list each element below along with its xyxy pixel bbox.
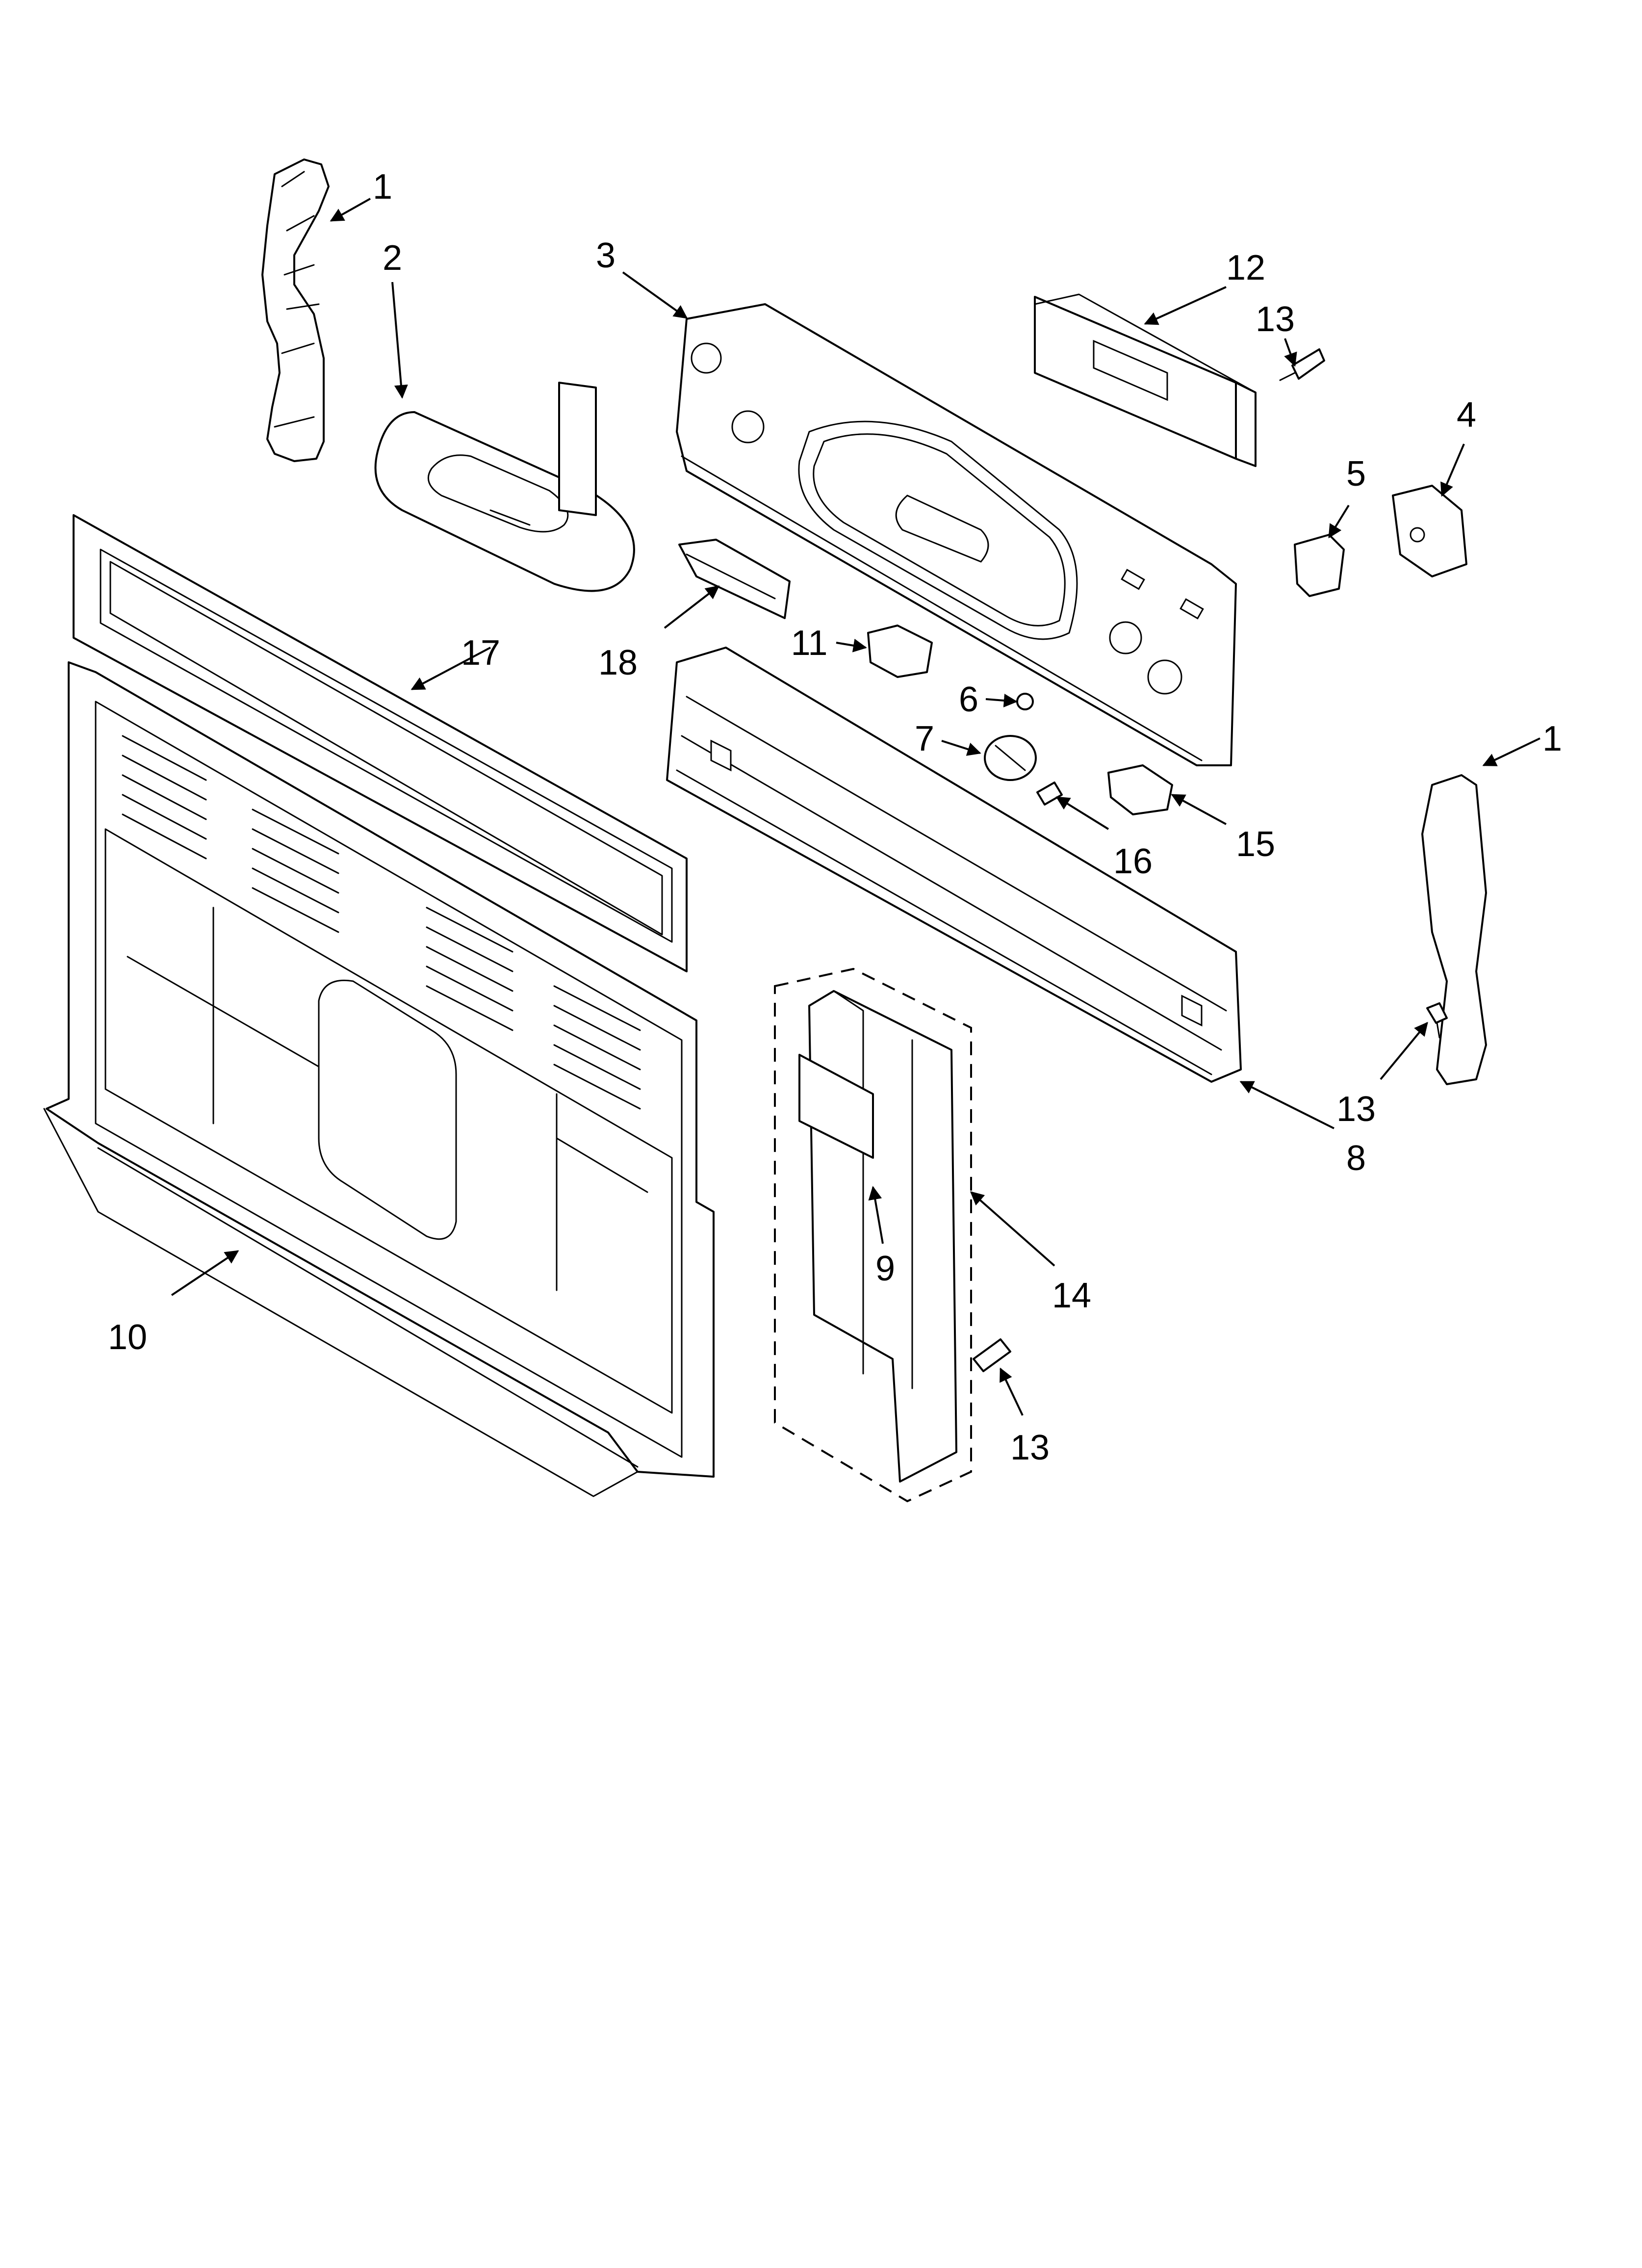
bracket-assembly [774, 967, 972, 1503]
screw-right [1426, 1002, 1448, 1039]
callout-9: 9 [875, 1249, 895, 1288]
callout-11: 11 [791, 624, 828, 663]
callout-labels: 1 1 2 3 4 5 6 7 8 9 10 11 12 13 13 13 14… [108, 167, 1562, 1467]
callout-15: 15 [1236, 825, 1275, 864]
callout-1-right: 1 [1542, 719, 1562, 758]
switch-block [1392, 485, 1467, 577]
callout-17: 17 [461, 633, 500, 673]
leader-lines [171, 198, 1540, 1416]
callout-12: 12 [1226, 248, 1265, 287]
callout-3: 3 [596, 236, 616, 275]
end-cap-right [1421, 774, 1487, 1085]
switch-11 [867, 625, 933, 678]
knob [984, 735, 1037, 781]
callout-13-right: 13 [1336, 1090, 1376, 1129]
relay [1294, 534, 1345, 597]
screw-16 [1036, 782, 1063, 806]
callout-13-top: 13 [1256, 300, 1295, 339]
callout-8: 8 [1346, 1139, 1366, 1178]
rear-panel [43, 661, 715, 1497]
callout-7: 7 [915, 719, 934, 758]
callout-14: 14 [1052, 1276, 1091, 1315]
callout-2: 2 [383, 238, 402, 278]
light-switch [678, 539, 791, 619]
screw-top [1279, 348, 1325, 381]
callout-18: 18 [598, 643, 638, 682]
electronic-control [1034, 293, 1257, 467]
wiring-label [558, 382, 597, 516]
front-support [666, 647, 1242, 1083]
control-panel [676, 303, 1237, 766]
screw-6 [1016, 693, 1034, 710]
screw-mid [973, 1338, 1011, 1372]
callout-16: 16 [1113, 842, 1153, 881]
overlay-trim [374, 411, 635, 592]
callout-13-mid: 13 [1010, 1428, 1050, 1467]
callout-5: 5 [1346, 454, 1366, 494]
callout-1-left: 1 [373, 167, 392, 207]
callout-6: 6 [959, 680, 978, 719]
callout-10: 10 [108, 1318, 147, 1357]
callout-4: 4 [1457, 395, 1476, 435]
switch-15 [1107, 764, 1173, 815]
seal-frame [73, 514, 688, 972]
end-cap-left [261, 158, 330, 462]
